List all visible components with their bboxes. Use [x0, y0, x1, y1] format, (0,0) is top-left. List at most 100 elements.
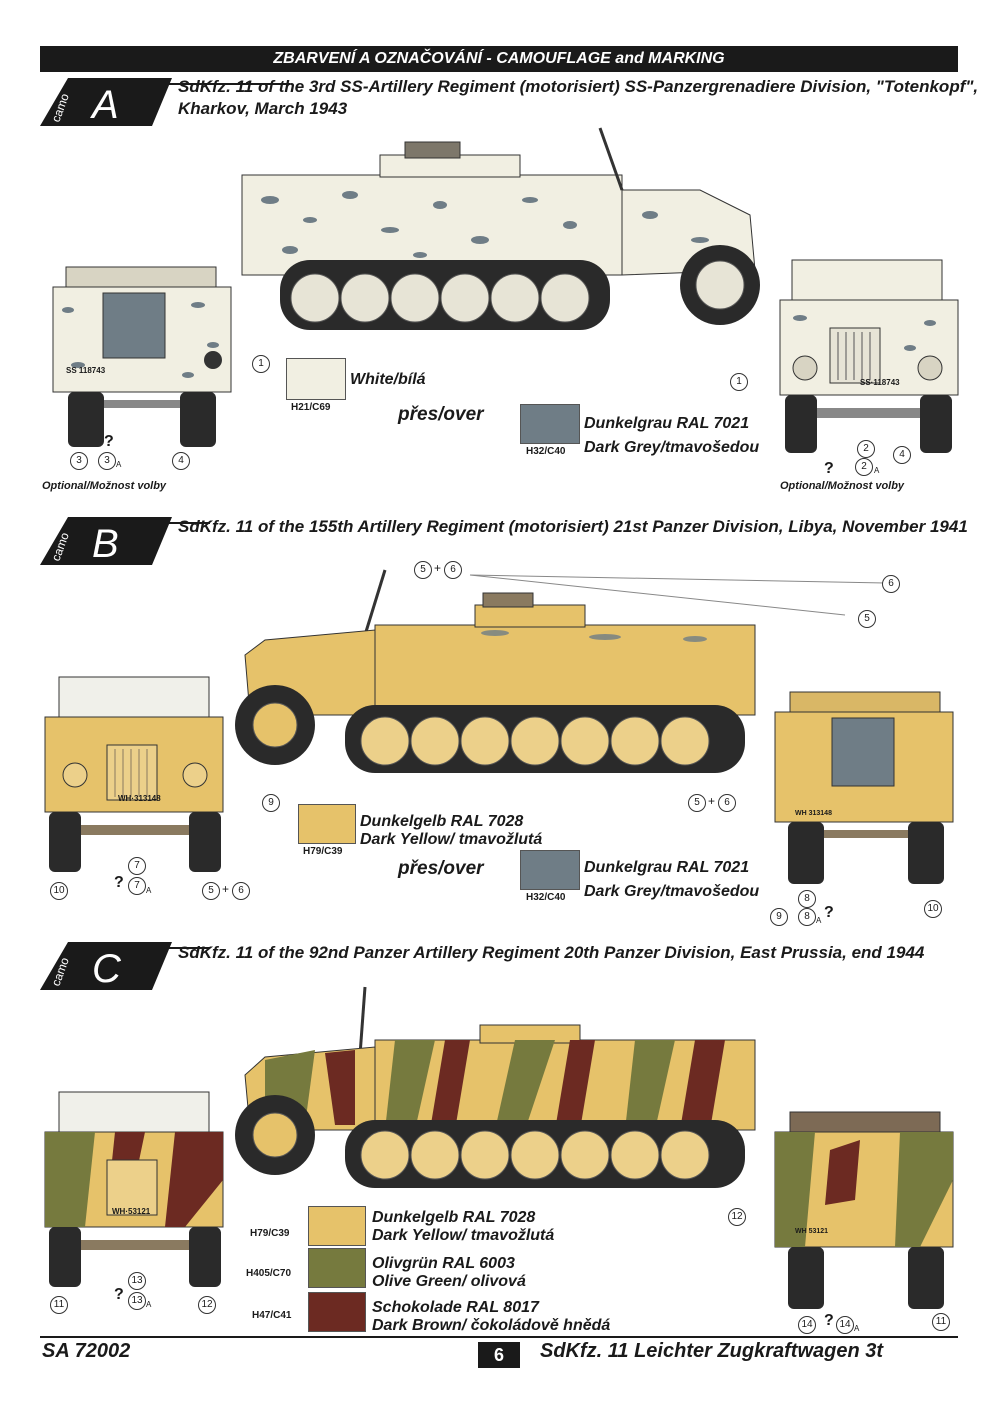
- camo-a-optional-left: Optional/Možnost volby: [42, 480, 167, 492]
- callout-8a-sub: A: [816, 916, 822, 925]
- header-bar: ZBARVENÍ A OZNAČOVÁNÍ - CAMOUFLAGE and M…: [40, 46, 958, 72]
- question-mark-c-left: ?: [114, 1286, 124, 1303]
- callout-7-b: 7: [128, 857, 146, 875]
- camo-b-badge: camo B: [40, 517, 210, 566]
- camo-b-swatch-yellow: [298, 804, 356, 844]
- callout-5-b-bottom: 5: [202, 882, 220, 900]
- camo-c-paint1-name2: Dark Yellow/ tmavožlutá: [372, 1227, 555, 1244]
- camo-a-swatch-grey: [520, 404, 580, 444]
- callout-6-b-right: 6: [882, 575, 900, 593]
- camo-b-rear-plate: WH 313148: [795, 810, 832, 817]
- camo-c-paint2-name1: Olivgrün RAL 6003: [372, 1255, 515, 1272]
- camo-c-paint3-name1: Schokolade RAL 8017: [372, 1299, 539, 1316]
- callout-4-a-rear: 4: [172, 452, 190, 470]
- camo-b-over: přes/over: [398, 858, 484, 879]
- camo-c-badge: camo C: [40, 942, 210, 991]
- callout-2a-sub: A: [874, 466, 880, 475]
- plus-b-bottom: +: [222, 882, 230, 896]
- camo-b-front-view: [44, 676, 224, 872]
- callout-11-c-rear: 11: [932, 1313, 950, 1331]
- question-mark-a-left: ?: [104, 433, 114, 450]
- camo-a-paint2-name1: Dunkelgrau RAL 7021: [584, 415, 750, 432]
- callout-3-a: 3: [70, 452, 88, 470]
- callout-10-b-left: 10: [50, 882, 68, 900]
- camo-c-paint2-name2: Olive Green/ olivová: [372, 1273, 526, 1290]
- camo-c-paint1-code: H79/C39: [250, 1228, 290, 1239]
- camo-c-swatch-brown: [308, 1292, 366, 1332]
- camo-c-swatch-yellow: [308, 1206, 366, 1246]
- camo-c-paint3-code: H47/C41: [252, 1310, 292, 1321]
- plus-b-rear: +: [708, 794, 716, 808]
- camo-a-badge: camo A: [40, 78, 290, 127]
- callout-8-b: 8: [798, 890, 816, 908]
- callout-7a-sub: A: [146, 886, 152, 895]
- question-mark-a-right: ?: [824, 460, 834, 477]
- callout-2a-a: 2: [855, 458, 873, 476]
- callout-13a-c: 13: [128, 1292, 146, 1310]
- camo-b-swatch-grey: [520, 850, 580, 890]
- camo-a-letter: A: [90, 83, 119, 127]
- callout-14-c: 14: [798, 1316, 816, 1334]
- question-mark-b-left: ?: [114, 874, 124, 891]
- callout-5-b-right: 5: [858, 610, 876, 628]
- camo-b-paint1-name2: Dark Yellow/ tmavožlutá: [360, 831, 543, 848]
- camo-a-front-plate: SS·118743: [860, 378, 900, 387]
- plus-b-top: +: [434, 561, 442, 575]
- callout-1-a-rear: 1: [252, 355, 270, 373]
- camo-b-front-plate: WH·313148: [118, 794, 161, 803]
- page-number: 6: [478, 1342, 520, 1368]
- camo-b-paint1-name1: Dunkelgelb RAL 7028: [360, 813, 524, 830]
- callout-14a-c: 14: [836, 1316, 854, 1334]
- callout-12-c-rear: 12: [728, 1208, 746, 1226]
- camo-b-letter: B: [92, 522, 119, 566]
- camo-a-paint2-code: H32/C40: [526, 446, 566, 457]
- callout-2-a: 2: [857, 440, 875, 458]
- camo-a-paint2-name2: Dark Grey/tmavošedou: [584, 439, 760, 456]
- camo-c-rear-view: [774, 1111, 954, 1309]
- camo-a-side-view: [241, 127, 760, 330]
- question-mark-c-right: ?: [824, 1312, 834, 1329]
- callout-5-b-rear: 5: [688, 794, 706, 812]
- camo-b-paint2-code: H32/C40: [526, 892, 566, 903]
- callout-1-a-front: 1: [730, 373, 748, 391]
- callout-6-b-top: 6: [444, 561, 462, 579]
- callout-8a-b: 8: [798, 908, 816, 926]
- camo-c-letter: C: [92, 947, 122, 991]
- camo-a-rear-view: [52, 266, 232, 447]
- camo-a-paint1-code: H21/C69: [291, 402, 331, 413]
- callout-7a-b: 7: [128, 877, 146, 895]
- camo-c-swatch-olive: [308, 1248, 366, 1288]
- callout-4-a-front: 4: [893, 446, 911, 464]
- camo-a-swatch-white: [286, 358, 346, 400]
- callout-13a-sub: A: [146, 1300, 152, 1309]
- callout-10-b-rear: 10: [924, 900, 942, 918]
- camo-c-front-plate: WH·53121: [112, 1207, 151, 1216]
- footer-kit-title: SdKfz. 11 Leichter Zugkraftwagen 3t: [540, 1340, 884, 1362]
- camo-a-over: přes/over: [398, 404, 484, 425]
- callout-13-c: 13: [128, 1272, 146, 1290]
- camo-b-paint1-code: H79/C39: [303, 846, 343, 857]
- camo-c-rear-plate: WH 53121: [795, 1228, 829, 1235]
- camo-c-title: SdKfz. 11 of the 92nd Panzer Artillery R…: [178, 943, 925, 962]
- callout-3a-sub: A: [116, 460, 122, 469]
- callout-5-b-top: 5: [414, 561, 432, 579]
- camo-a-optional-right: Optional/Možnost volby: [780, 480, 905, 492]
- question-mark-b-right: ?: [824, 904, 834, 921]
- camo-a-title-line2: Kharkov, March 1943: [178, 99, 348, 118]
- callout-6-b-bottom: 6: [232, 882, 250, 900]
- callout-9-b-rear: 9: [770, 908, 788, 926]
- camo-c-front-view: [44, 1091, 224, 1287]
- callout-9-b-left: 9: [262, 794, 280, 812]
- camo-a-rear-plate: SS 118743: [66, 366, 106, 375]
- callout-12-c-left: 12: [198, 1296, 216, 1314]
- camo-a-title-line1: SdKfz. 11 of the 3rd SS-Artillery Regime…: [178, 77, 979, 96]
- camo-b-paint2-name1: Dunkelgrau RAL 7021: [584, 859, 750, 876]
- camo-c-paint3-name2: Dark Brown/ čokoládově hnědá: [372, 1317, 611, 1334]
- camo-c-paint2-code: H405/C70: [246, 1268, 292, 1279]
- camo-c-side-view: [235, 986, 756, 1188]
- camo-b-title: SdKfz. 11 of the 155th Artillery Regimen…: [178, 517, 968, 536]
- callout-11-c-left: 11: [50, 1296, 68, 1314]
- footer-kit-code: SA 72002: [42, 1340, 131, 1362]
- camo-b-paint2-name2: Dark Grey/tmavošedou: [584, 883, 760, 900]
- camo-a-paint1-name: White/bílá: [350, 371, 426, 388]
